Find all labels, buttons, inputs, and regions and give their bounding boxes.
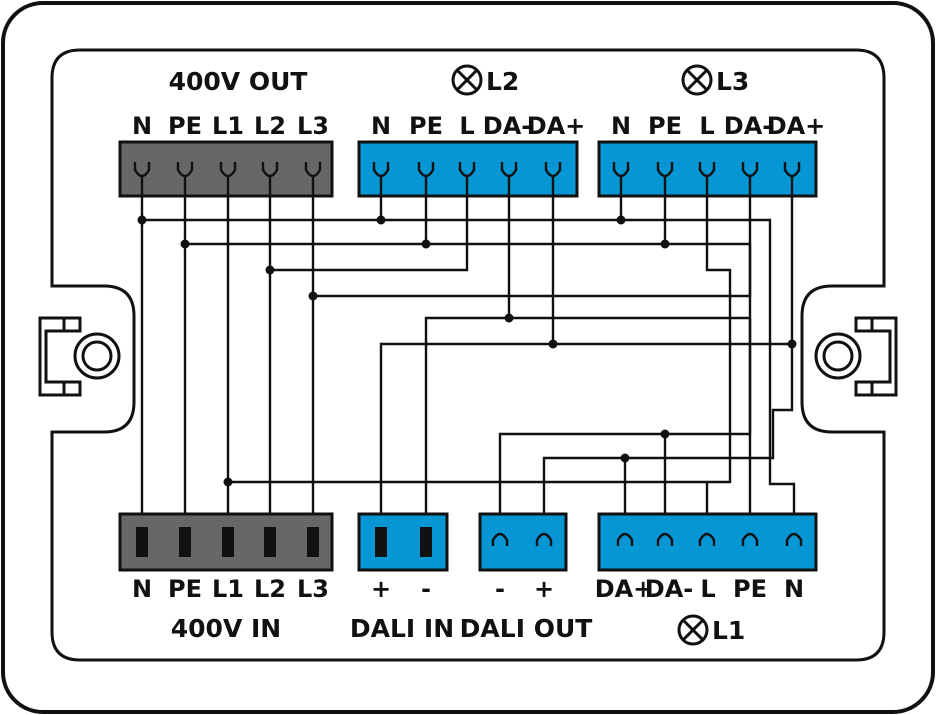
- terminal-clamp-icon: [656, 532, 674, 546]
- pin-label: DA+: [767, 112, 826, 140]
- pin-bar-icon: [375, 527, 387, 557]
- terminal-clamp-icon: [785, 532, 803, 546]
- pin-label: N: [132, 575, 152, 603]
- screw-icon: [73, 332, 121, 380]
- pin-label: L1: [212, 575, 244, 603]
- pin-label: L2: [254, 575, 286, 603]
- terminal-block-400v-out: [118, 140, 334, 198]
- pin-bar-icon: [264, 527, 276, 557]
- left-mounting-clamp: [38, 316, 121, 397]
- pin-label: DA-: [645, 575, 693, 603]
- pin-label: L: [699, 112, 714, 140]
- pin-label: DA+: [595, 575, 654, 603]
- pin-label: -: [495, 575, 505, 603]
- block-title-dali-out: DALI OUT: [460, 614, 593, 643]
- terminal-clamp-icon: [741, 532, 759, 546]
- bottom-pin-bars: [136, 527, 432, 557]
- lamp-icon: [451, 64, 483, 96]
- pin-label: L: [700, 575, 715, 603]
- pin-label: N: [611, 112, 631, 140]
- block-title-l2: L2: [486, 67, 519, 96]
- terminal-clamp-icon: [535, 532, 553, 546]
- lamp-icon: [681, 64, 713, 96]
- terminal-clamp-icon: [491, 532, 509, 546]
- top-terminal-clamps: [133, 162, 801, 196]
- terminal-clamp-icon: [616, 532, 634, 546]
- pin-label: +: [371, 575, 391, 603]
- pin-bar-icon: [179, 527, 191, 557]
- pin-label: N: [784, 575, 804, 603]
- pin-label: -: [421, 575, 431, 603]
- bottom-terminal-clamps: [491, 532, 803, 546]
- block-title-400v-out: 400V OUT: [169, 67, 308, 96]
- pin-bar-icon: [420, 527, 432, 557]
- wires: [140, 196, 796, 514]
- inner-panel: [50, 48, 886, 662]
- terminal-block-l1: [597, 512, 818, 572]
- terminal-clamp-icon: [698, 532, 716, 546]
- junction-dots: [137, 215, 797, 487]
- pin-label: DA-: [724, 112, 772, 140]
- pin-label: DA-: [483, 112, 531, 140]
- pin-label: PE: [733, 575, 767, 603]
- pin-label: L2: [254, 112, 286, 140]
- pin-bar-icon: [136, 527, 148, 557]
- pin-label: +: [534, 575, 554, 603]
- pin-label: N: [371, 112, 391, 140]
- block-title-l1: L1: [712, 616, 745, 645]
- pin-label: DA+: [527, 112, 586, 140]
- pin-bar-icon: [307, 527, 319, 557]
- pin-label: PE: [168, 575, 202, 603]
- right-mounting-clamp: [814, 316, 898, 397]
- block-title-400v-in: 400V IN: [171, 614, 281, 643]
- terminal-block-400v-in: [118, 512, 334, 572]
- pin-bar-icon: [222, 527, 234, 557]
- pin-label: PE: [168, 112, 202, 140]
- block-title-dali-in: DALI IN: [350, 614, 454, 643]
- pin-label: PE: [648, 112, 682, 140]
- lamp-icon: [677, 614, 709, 646]
- pin-label: N: [132, 112, 152, 140]
- pin-label: L3: [297, 112, 329, 140]
- screw-icon: [814, 332, 862, 380]
- pin-label: L1: [212, 112, 244, 140]
- terminal-block-dali-in: [357, 512, 449, 572]
- block-title-l3: L3: [716, 67, 749, 96]
- pin-label: L3: [297, 575, 329, 603]
- pin-label: L: [459, 112, 474, 140]
- pin-label: PE: [409, 112, 443, 140]
